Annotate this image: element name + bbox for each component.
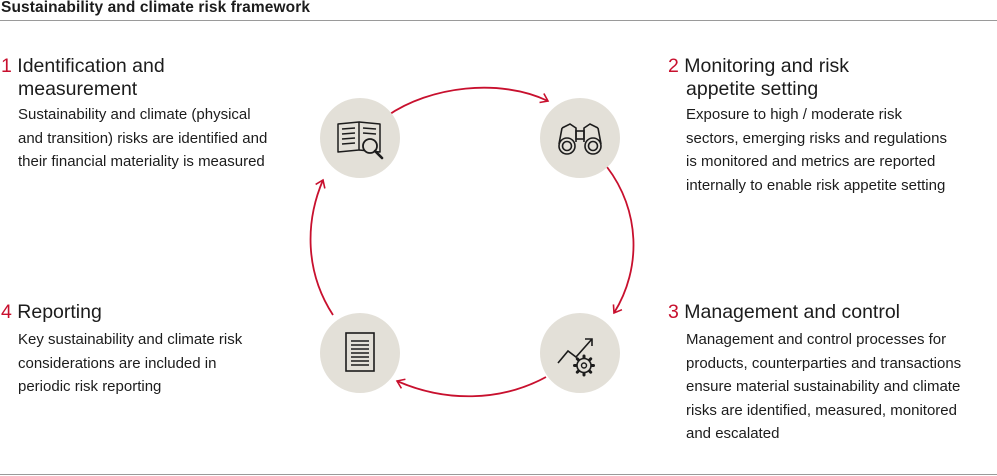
step-monitoring: 2 Monitoring and risk appetite setting E… <box>668 55 947 197</box>
description-line: and transition) risks are identified and <box>18 129 268 147</box>
trend-gear-icon <box>540 313 620 393</box>
step-title: 2 Monitoring and risk <box>668 55 947 78</box>
top-divider <box>0 20 997 21</box>
step-description: Key sustainability and climate risk cons… <box>1 328 242 399</box>
step-number: 3 <box>668 301 679 323</box>
step-description: Exposure to high / moderate risk sectors… <box>668 103 947 197</box>
arrow-2-to-3 <box>606 166 635 315</box>
description-line: products, counterparties and transaction… <box>686 354 962 372</box>
step-identification: 1 Identification and measurement Sustain… <box>1 55 267 174</box>
description-line: is monitored and metrics are reported <box>686 153 936 170</box>
document-icon <box>320 313 400 393</box>
step-number: 2 <box>668 55 679 77</box>
step-title: 3 Management and control <box>668 301 961 324</box>
description-line: and escalated <box>686 425 780 442</box>
description-line: Exposure to high / moderate risk <box>686 106 902 123</box>
step-title: 4 Reporting <box>1 301 242 324</box>
description-line: Sustainability and climate (physical <box>18 106 251 123</box>
description-line: periodic risk reporting <box>18 378 162 395</box>
step-title-line: Management and control <box>684 301 900 323</box>
book-magnifier-icon <box>320 98 400 178</box>
description-line: their financial materiality is measured <box>18 153 265 170</box>
binoculars-icon <box>540 98 620 178</box>
bottom-divider <box>0 474 997 475</box>
step-number: 1 <box>1 55 12 77</box>
description-line: Key sustainability and climate risk <box>18 331 243 348</box>
step-description: Sustainability and climate (physical and… <box>1 103 267 174</box>
description-line: sectors, emerging risks and regulations <box>686 129 947 147</box>
step-description: Management and control processes for pro… <box>668 328 961 446</box>
page-title: Sustainability and climate risk framewor… <box>1 0 311 16</box>
arrow-4-to-1 <box>309 178 334 316</box>
step-title-line: appetite setting <box>686 78 819 100</box>
step-number: 4 <box>1 301 12 323</box>
step-title-line: Reporting <box>17 301 102 323</box>
step-title: 1 Identification and <box>1 55 267 78</box>
step-title-line: measurement <box>18 78 138 100</box>
step-title-line: Monitoring and risk <box>684 55 850 77</box>
description-line: considerations are included in <box>18 354 217 372</box>
arrow-3-to-4 <box>395 376 547 398</box>
description-line: risks are identified, measured, monitore… <box>686 401 957 419</box>
description-line: internally to enable risk appetite setti… <box>686 176 946 194</box>
step-title-line: Identification and <box>17 55 165 77</box>
description-line: Management and control processes for <box>686 331 947 348</box>
step-management: 3 Management and control Management and … <box>668 301 961 446</box>
description-line: ensure material sustainability and clima… <box>686 378 961 395</box>
arrow-1-to-2 <box>386 86 550 117</box>
step-reporting: 4 Reporting Key sustainability and clima… <box>1 301 242 399</box>
